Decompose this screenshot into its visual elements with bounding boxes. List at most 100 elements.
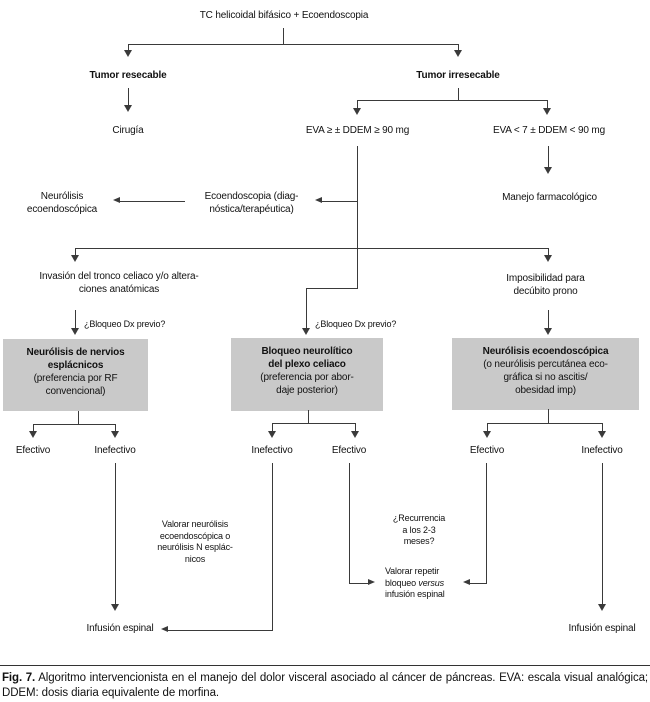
connector-eva-high-main	[357, 146, 358, 288]
connector-irresecable-stem	[458, 88, 459, 101]
box-neurolisis-esplacnicos: Neurólisis de nervios esplácnicos (prefe…	[3, 339, 148, 411]
node-infusion-espinal-left: Infusión espinal	[86, 623, 154, 634]
note-valorar-line2: ecoendoscópica o	[159, 530, 231, 541]
node-eva-high: EVA ≥ ± DDEM ≥ 90 mg	[305, 125, 410, 136]
box3-line3: gráfica si no ascitis/	[503, 372, 588, 383]
box2-line4: daje posterior)	[276, 385, 338, 396]
arrowhead-to-irresecable	[454, 50, 462, 57]
arrowhead-to-imposibilidad	[544, 255, 552, 262]
connector-to-invasion	[75, 248, 76, 256]
arrowhead-to-box3	[544, 328, 552, 335]
connector-box1-inefectivo	[115, 424, 116, 432]
note-recurrencia: ¿Recurrencia a los 2-3 meses?	[383, 513, 455, 548]
connector-box3-fork	[487, 423, 603, 424]
arrowhead-efectivo2-to-valorar	[368, 579, 375, 585]
connector-eco-to-neurolisis	[120, 201, 185, 202]
box1-bold-line1: Neurólisis de nervios	[26, 347, 125, 358]
connector-top-fork	[128, 44, 459, 45]
node-imposibilidad-decubito: Imposibilidad para decúbito prono	[478, 273, 613, 298]
connector-to-cirugia	[128, 88, 129, 106]
connector-wide-fork	[75, 248, 549, 249]
node-title: TC helicoidal bifásico + Ecoendoscopia	[199, 10, 369, 21]
label-bloqueo-dx-previo-1: ¿Bloqueo Dx previo?	[84, 319, 166, 329]
arrowhead-box2-inefectivo	[268, 431, 276, 438]
node-neurolisis-ecoendoscopica: Neurólisis ecoendoscópica	[6, 191, 118, 216]
connector-to-ecoendoscopia	[322, 201, 357, 202]
box3-bold-line1: Neurólisis ecoendoscópica	[482, 346, 609, 357]
figure-caption: Fig. 7. Algoritmo intervencionista en el…	[2, 671, 648, 700]
box2-bold-line2: del plexo celiaco	[268, 359, 346, 370]
node-eva-low: EVA < 7 ± DDEM < 90 mg	[492, 125, 606, 136]
arrowhead-to-cirugia	[124, 105, 132, 112]
arrowhead-to-box2	[302, 328, 310, 335]
arrowhead-to-manejo	[544, 167, 552, 174]
connector-inefectivo2-down	[272, 463, 273, 630]
box-neurolisis-ecoendoscopica: Neurólisis ecoendoscópica (o neurólisis …	[452, 338, 639, 410]
arrowhead-to-box1	[71, 328, 79, 335]
connector-to-irresecable	[458, 44, 459, 51]
node-imposibilidad-line2: decúbito prono	[513, 285, 578, 297]
connector-inefectivo2-elbow	[168, 630, 273, 631]
arrowhead-inefectivo2-to-infusion	[161, 626, 168, 632]
arrowhead-to-eva-high	[353, 108, 361, 115]
box2-line3: (preferencia por abor-	[260, 372, 354, 383]
node-neurolisis-ecoendoscopica-line2: ecoendoscópica	[26, 203, 98, 215]
note-recurrencia-line2: a los 2-3	[402, 524, 436, 535]
note-repetir-line3: infusión espinal	[385, 589, 445, 599]
arrowhead-infusion-right	[598, 604, 606, 611]
outcome-box2-efectivo: Efectivo	[331, 445, 367, 456]
node-ecoendoscopia: Ecoendoscopia (diag- nóstica/terapéutica…	[184, 191, 319, 216]
outcome-box2-inefectivo: Inefectivo	[251, 445, 293, 456]
connector-to-box1	[75, 310, 76, 329]
connector-to-imposibilidad	[548, 248, 549, 256]
arrowhead-box3-inefectivo	[598, 431, 606, 438]
connector-eva-fork	[357, 100, 548, 101]
connector-to-box3	[548, 310, 549, 329]
connector-box2-stem	[308, 410, 309, 423]
note-repetir-versus: versus	[418, 577, 444, 588]
box3-line2: (o neurólisis percutánea eco-	[483, 359, 608, 370]
node-manejo-farmacologico: Manejo farmacológico	[502, 192, 597, 203]
note-repetir-line2: bloqueo versus	[385, 578, 480, 590]
connector-efectivo2-down	[349, 463, 350, 583]
arrowhead-infusion-left	[111, 604, 119, 611]
arrowhead-to-ecoendoscopia	[315, 197, 322, 203]
note-valorar-line3: neurólisis N esplác-	[157, 542, 233, 552]
note-recurrencia-line1: ¿Recurrencia	[392, 513, 446, 523]
arrowhead-box2-efectivo	[351, 431, 359, 438]
node-ecoendoscopia-line2: nóstica/terapéutica)	[209, 203, 294, 215]
connector-inefectivo3-to-infusion	[602, 463, 603, 605]
connector-box3-inefectivo	[602, 423, 603, 432]
connector-box2-inefectivo	[272, 423, 273, 432]
box-bloqueo-plexo-celiaco: Bloqueo neurolítico del plexo celiaco (p…	[231, 338, 383, 411]
connector-to-eva-low	[547, 100, 548, 109]
connector-box1-stem	[78, 411, 79, 424]
connector-to-manejo	[548, 146, 549, 168]
arrowhead-to-invasion	[71, 255, 79, 262]
outcome-box1-efectivo: Efectivo	[15, 445, 51, 456]
connector-elbow-to-box2	[306, 288, 358, 289]
note-valorar-line1: Valorar neurólisis	[161, 519, 229, 529]
arrowhead-box1-efectivo	[29, 431, 37, 438]
connector-box3-efectivo	[487, 423, 488, 432]
outcome-box1-inefectivo: Inefectivo	[94, 445, 136, 456]
box2-bold-line1: Bloqueo neurolítico	[261, 346, 353, 357]
connector-box1-efectivo	[33, 424, 34, 432]
connector-efectivo3-down	[486, 463, 487, 583]
connector-efectivo3-elbow	[470, 583, 487, 584]
outcome-box3-inefectivo: Inefectivo	[581, 445, 623, 456]
box1-line3: (preferencia por RF	[33, 373, 118, 384]
connector-efectivo2-elbow	[349, 583, 368, 584]
node-infusion-espinal-right: Infusión espinal	[568, 623, 636, 634]
note-repetir-line2-pre: bloqueo	[385, 577, 419, 588]
connector-to-box2	[306, 288, 307, 329]
note-repetir-line1: Valorar repetir	[385, 566, 440, 576]
connector-box3-stem	[548, 409, 549, 423]
caption-divider	[0, 665, 650, 666]
box1-bold-line2: esplácnicos	[47, 360, 104, 371]
outcome-box3-efectivo: Efectivo	[469, 445, 505, 456]
arrowhead-box1-inefectivo	[111, 431, 119, 438]
connector-to-resecable	[128, 44, 129, 51]
node-tumor-resecable: Tumor resecable	[89, 70, 167, 81]
connector-inefectivo1-to-infusion	[115, 463, 116, 605]
